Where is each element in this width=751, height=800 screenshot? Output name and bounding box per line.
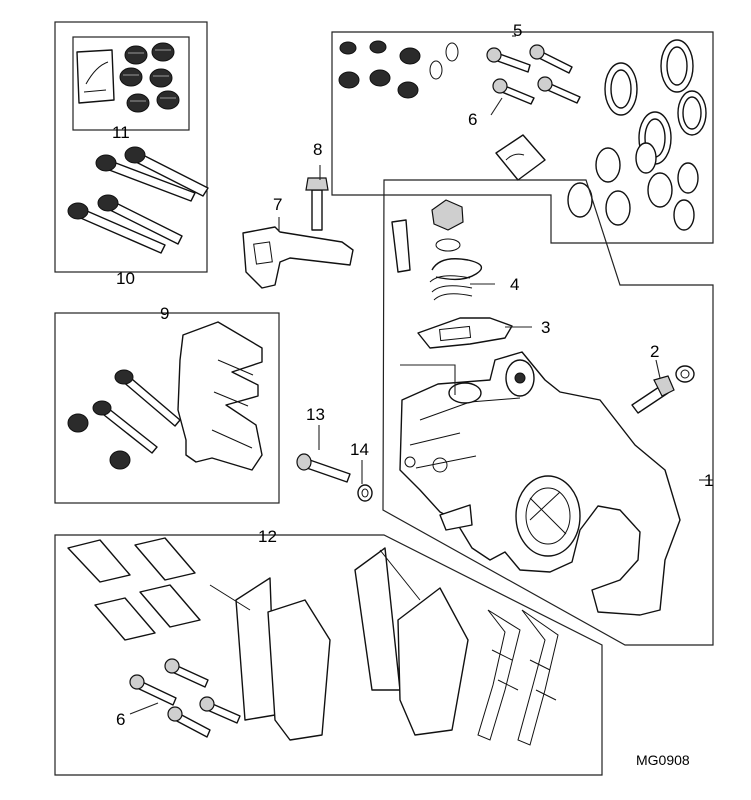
callout-6-upper: 6 [468, 110, 477, 129]
leader-lines [129, 35, 713, 715]
callout-11: 11 [112, 123, 130, 142]
part-14-washer [357, 484, 373, 502]
part-7-bracket [242, 226, 354, 289]
group-12-box [54, 534, 603, 776]
reference-code: MG0908 [636, 752, 690, 768]
callout-6-lower: 6 [116, 710, 125, 729]
callout-4: 4 [510, 275, 519, 294]
callout-2: 2 [650, 342, 659, 361]
callout-3: 3 [541, 318, 550, 337]
part-10-guide-pins [67, 146, 209, 254]
callout-5: 5 [513, 21, 522, 40]
callout-13: 13 [306, 405, 325, 424]
callout-12: 12 [258, 527, 277, 546]
part-11-seal-kit [76, 42, 180, 113]
callouts: 1 2 3 4 5 6 6 7 8 9 10 11 12 13 14 MG090… [112, 21, 713, 768]
part-13-bolt [296, 453, 351, 483]
part-12-pad-springs [477, 609, 559, 746]
part-6-bolts-lower [129, 658, 241, 738]
callout-1: 1 [704, 471, 713, 490]
part-5-seal-kit [338, 39, 707, 231]
part-2-bleed-nipple [631, 365, 695, 414]
group-9-box [54, 312, 280, 504]
callout-9: 9 [160, 304, 169, 323]
callout-10: 10 [116, 269, 135, 288]
callout-14: 14 [350, 440, 369, 459]
callout-7: 7 [273, 195, 282, 214]
group-5-box [331, 31, 714, 244]
part-8-bolt [305, 177, 329, 231]
group-10-11-box [54, 21, 208, 273]
caliper-body [391, 199, 681, 616]
part-12-anti-rattle-clips [67, 537, 201, 641]
callout-8: 8 [313, 140, 322, 159]
group-1-box [382, 179, 714, 646]
part-9-carrier-repair-kit [67, 321, 263, 471]
part-12-brake-pads [209, 547, 469, 741]
